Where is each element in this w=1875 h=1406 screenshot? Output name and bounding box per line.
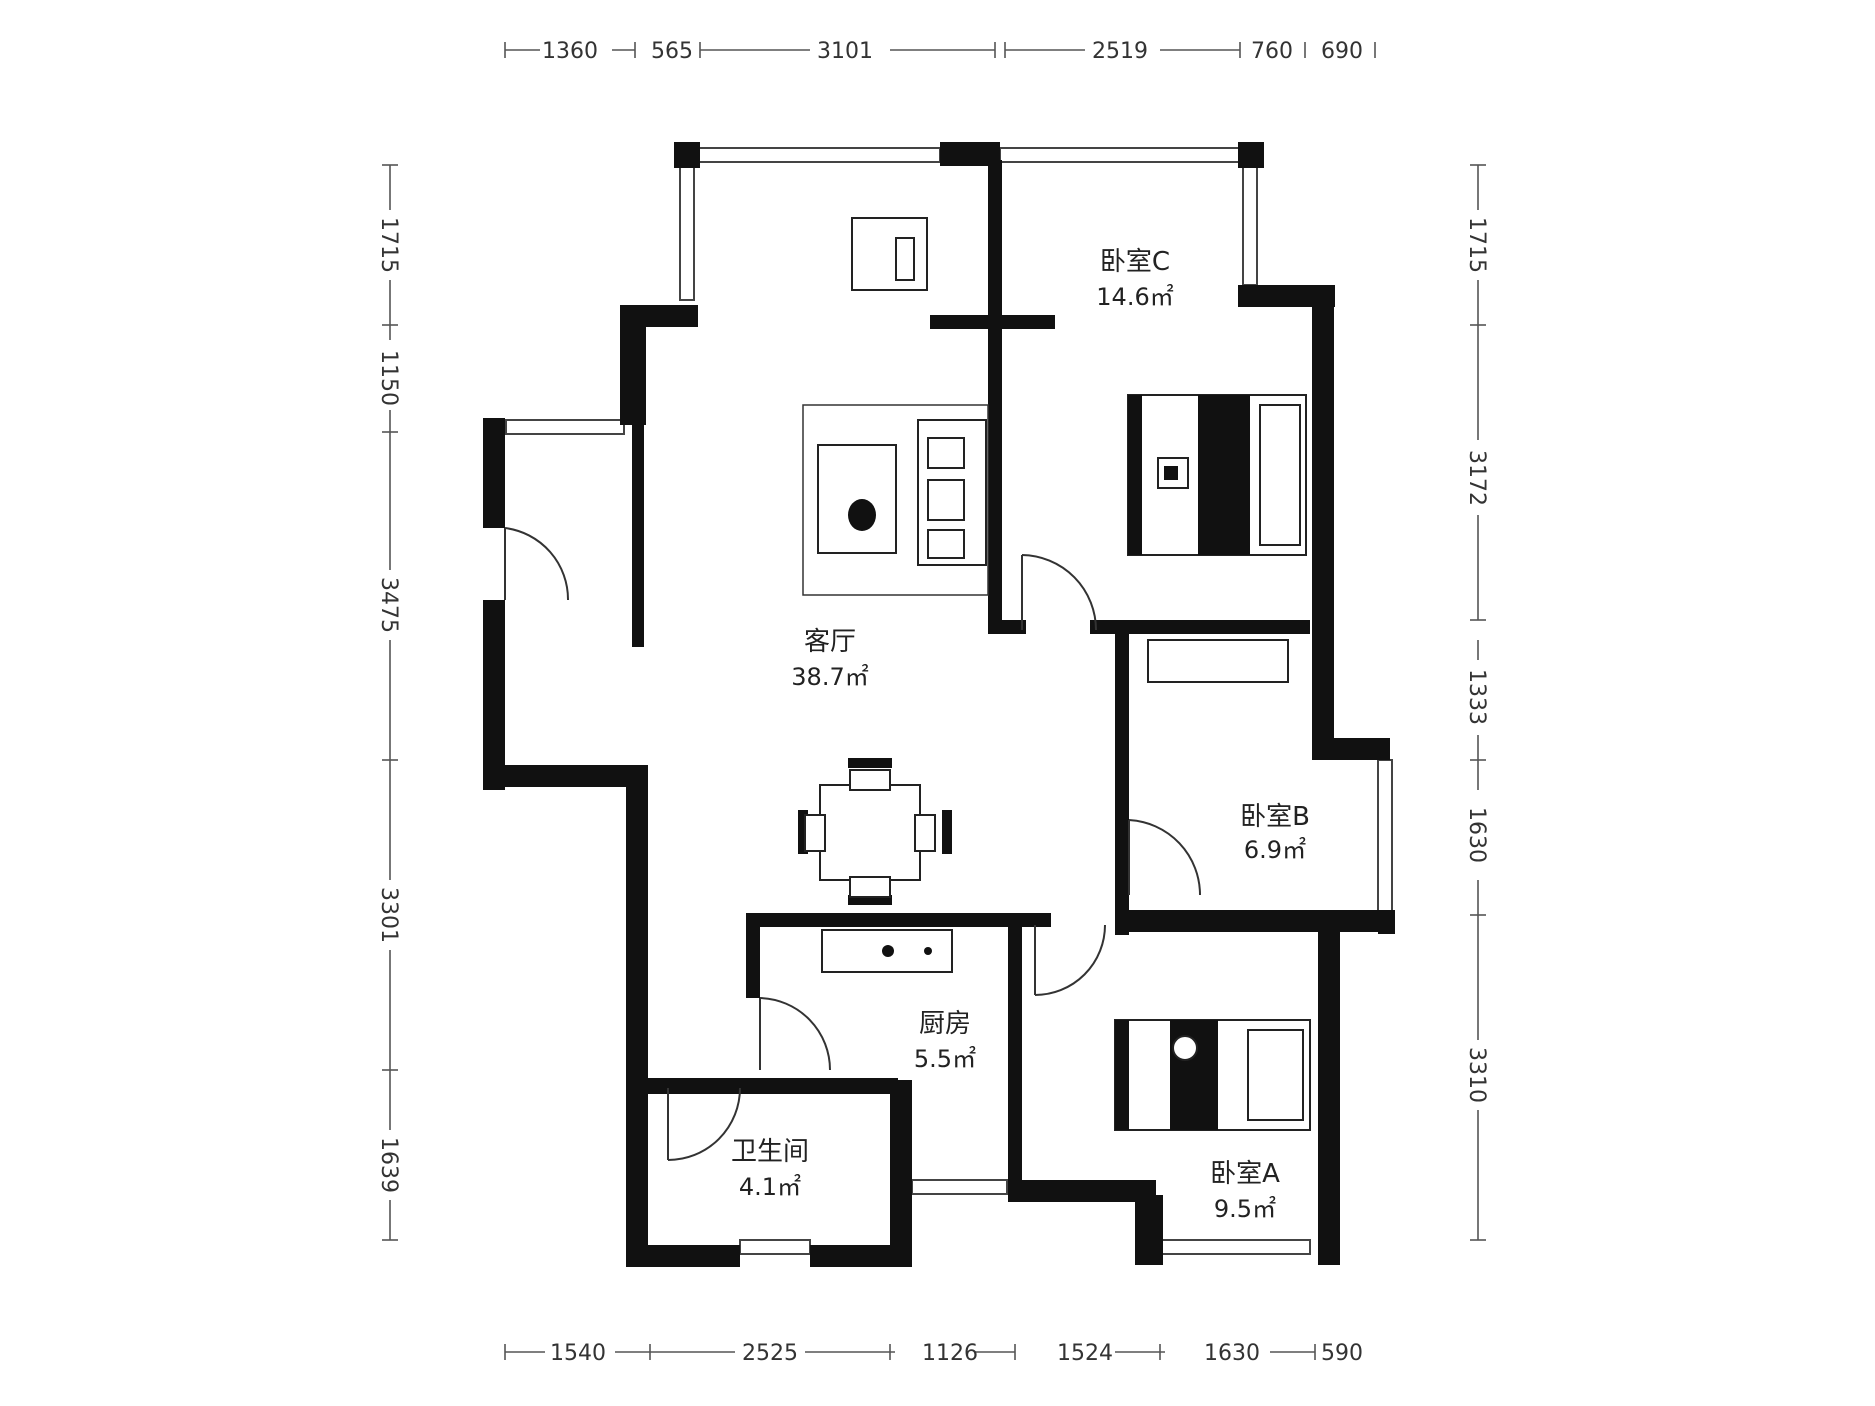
dim-right-4: 1630 (1464, 807, 1489, 863)
dimension-top: 1360 565 3101 2519 760 690 (504, 39, 1376, 64)
doors (504, 527, 1202, 1161)
dim-top-4: 2519 (1092, 39, 1148, 64)
bathroom-area: 4.1㎡ (739, 1173, 801, 1201)
dim-right-2: 3172 (1464, 450, 1489, 506)
dim-left-1: 1715 (376, 217, 401, 273)
windows (505, 147, 1393, 1255)
dim-left-5: 1639 (376, 1137, 401, 1193)
dimension-right: 1715 3172 1333 1630 3310 (1464, 164, 1489, 1241)
bathroom-name: 卫生间 (731, 1137, 809, 1167)
room-bathroom: 卫生间 4.1㎡ (731, 1137, 809, 1201)
dim-bottom-4: 1524 (1057, 1341, 1113, 1366)
dim-bottom-1: 1540 (550, 1341, 606, 1366)
dim-bottom-3: 1126 (922, 1341, 978, 1366)
dim-right-5: 3310 (1464, 1047, 1489, 1103)
room-bedroom-a: 卧室A 9.5㎡ (1210, 1159, 1280, 1223)
dim-left-4: 3301 (376, 887, 401, 943)
walls (483, 142, 1395, 1267)
dim-bottom-2: 2525 (742, 1341, 798, 1366)
room-bedroom-b: 卧室B 6.9㎡ (1240, 802, 1310, 864)
kitchen-counter (821, 929, 953, 973)
dim-bottom-5: 1630 (1204, 1341, 1260, 1366)
dim-right-3: 1333 (1464, 669, 1489, 725)
kitchen-area: 5.5㎡ (914, 1045, 976, 1073)
dim-top-6: 690 (1321, 39, 1363, 64)
dimension-bottom: 1540 2525 1126 1524 1630 590 (504, 1341, 1363, 1366)
living-sofa-set (802, 404, 989, 596)
bedroom-b-wardrobe (1147, 639, 1289, 683)
dining-set (798, 758, 952, 905)
kitchen-name: 厨房 (919, 1009, 971, 1039)
bedroom-b-area: 6.9㎡ (1244, 836, 1306, 864)
dim-top-5: 760 (1251, 39, 1293, 64)
living-desk (851, 217, 928, 291)
bedroom-a-bed (1114, 1019, 1311, 1131)
dim-bottom-6: 590 (1321, 1341, 1363, 1366)
bedroom-a-name: 卧室A (1210, 1159, 1280, 1189)
dim-left-3: 3475 (376, 577, 401, 633)
bedroom-a-area: 9.5㎡ (1214, 1195, 1276, 1223)
dim-top-1: 1360 (542, 39, 598, 64)
bedroom-c-area: 14.6㎡ (1096, 283, 1173, 311)
room-bedroom-c: 卧室C 14.6㎡ (1096, 247, 1173, 311)
bedroom-b-name: 卧室B (1240, 802, 1310, 832)
dim-top-3: 3101 (817, 39, 873, 64)
living-area: 38.7㎡ (791, 663, 868, 691)
dim-left-2: 1150 (376, 350, 401, 406)
bedroom-c-name: 卧室C (1100, 247, 1170, 277)
bedroom-c-bed (1127, 394, 1307, 556)
dimension-left: 1715 1150 3475 3301 1639 (376, 164, 401, 1241)
dim-top-2: 565 (651, 39, 693, 64)
living-name: 客厅 (804, 627, 856, 657)
dim-right-1: 1715 (1464, 217, 1489, 273)
room-kitchen: 厨房 5.5㎡ (914, 1009, 976, 1073)
room-living: 客厅 38.7㎡ (791, 627, 868, 691)
